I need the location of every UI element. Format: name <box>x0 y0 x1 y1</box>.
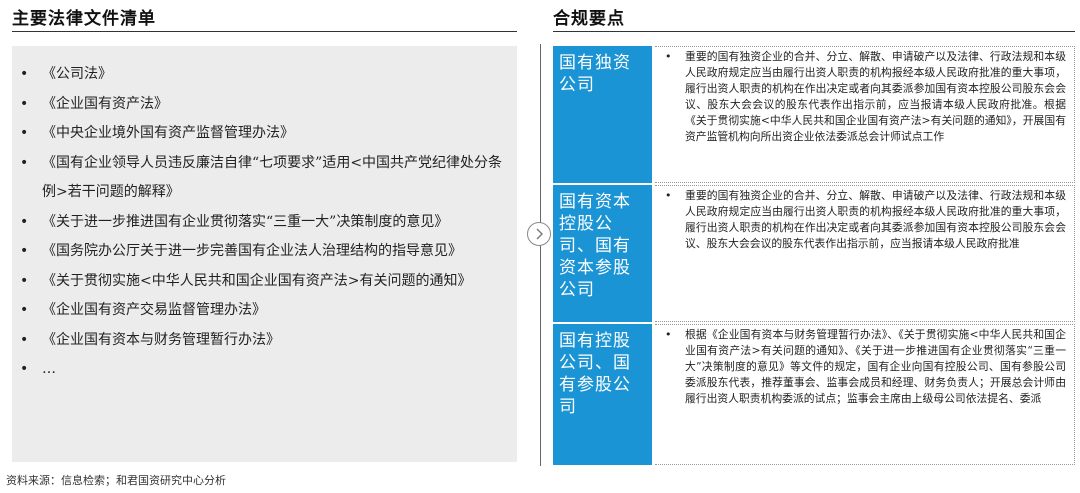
row-text: 重要的国有独资企业的合并、分立、解散、申请破产以及法律、行政法规和本级人民政府规… <box>685 189 1066 250</box>
list-item: • 《关于贯彻实施<中华人民共和国企业国有资产法>有关问题的通知》 <box>12 267 517 297</box>
row-content: • 根据《企业国有资本与财务管理暂行办法》、《关于贯彻实施<中华人民共和国企业国… <box>655 324 1075 465</box>
bullet-icon: • <box>20 125 29 141</box>
document-title: … <box>42 361 56 377</box>
list-item: • 《企业国有资本与财务管理暂行办法》 <box>12 326 517 356</box>
bullet-icon: • <box>665 189 672 202</box>
document-title: 《关于进一步推进国有企业贯彻落实“三重一大”决策制度的意见》 <box>42 213 449 230</box>
bullet-icon: • <box>20 213 29 230</box>
bullet-icon: • <box>20 154 29 171</box>
document-title: 《国务院办公厅关于进一步完善国有企业法人治理结构的指导意见》 <box>42 243 462 259</box>
bullet-icon: • <box>20 302 29 318</box>
list-item: • 《公司法》 <box>12 60 517 90</box>
divider-line <box>540 44 541 466</box>
compliance-row-state-holding: 国有控股公司、国有参股公司 • 根据《企业国有资本与财务管理暂行办法》、《关于贯… <box>553 324 1075 465</box>
right-heading-rule <box>553 31 1075 32</box>
bullet-icon: • <box>20 66 29 82</box>
list-item: • 《企业国有资产交易监督管理办法》 <box>12 296 517 326</box>
row-label: 国有独资公司 <box>553 46 652 183</box>
left-heading: 主要法律文件清单 <box>12 9 156 29</box>
compliance-row-wholly-owned: 国有独资公司 • 重要的国有独资企业的合并、分立、解散、申请破产以及法律、行政法… <box>553 46 1075 183</box>
document-title: 《关于贯彻实施<中华人民共和国企业国有资产法>有关问题的通知》 <box>42 272 472 289</box>
right-heading: 合规要点 <box>553 9 625 29</box>
document-title: 《中央企业境外国有资产监督管理办法》 <box>42 125 294 141</box>
row-content: • 重要的国有独资企业的合并、分立、解散、申请破产以及法律、行政法规和本级人民政… <box>655 46 1075 183</box>
document-title: 《企业国有资本与财务管理暂行办法》 <box>42 331 280 348</box>
document-list: • 《公司法》 • 《企业国有资产法》 • 《中央企业境外国有资产监督管理办法》 • 《… <box>12 46 517 385</box>
left-heading-rule <box>12 31 517 32</box>
list-item: • 《国务院办公厅关于进一步完善国有企业法人治理结构的指导意见》 <box>12 237 517 267</box>
bullet-icon: • <box>665 328 672 341</box>
row-label: 国有控股公司、国有参股公司 <box>553 324 652 465</box>
document-title: 《企业国有资产交易监督管理办法》 <box>42 302 266 318</box>
list-item: • 《国有企业领导人员违反廉洁自律“七项要求”适用<中国共产党纪律处分条例>若干问… <box>12 149 517 208</box>
bullet-icon: • <box>20 272 29 289</box>
list-item: • 《关于进一步推进国有企业贯彻落实“三重一大”决策制度的意见》 <box>12 208 517 238</box>
row-text: 重要的国有独资企业的合并、分立、解散、申请破产以及法律、行政法规和本级人民政府规… <box>685 50 1066 143</box>
chevron-right-icon <box>527 222 551 246</box>
list-item: • 《中央企业境外国有资产监督管理办法》 <box>12 119 517 149</box>
compliance-row-state-capital: 国有资本控股公司、国有资本参股公司 • 重要的国有独资企业的合并、分立、解散、申… <box>553 185 1075 322</box>
document-title: 《公司法》 <box>42 66 112 82</box>
row-label: 国有资本控股公司、国有资本参股公司 <box>553 185 652 322</box>
row-content: • 重要的国有独资企业的合并、分立、解散、申请破产以及法律、行政法规和本级人民政… <box>655 185 1075 322</box>
bullet-icon: • <box>20 243 29 259</box>
document-title: 《国有企业领导人员违反廉洁自律“七项要求”适用<中国共产党纪律处分条例>若干问题… <box>42 154 503 201</box>
bullet-icon: • <box>665 50 672 63</box>
list-item: • 《企业国有资产法》 <box>12 90 517 120</box>
source-note: 资料来源：信息检索；和君国资研究中心分析 <box>6 474 226 487</box>
bullet-icon: • <box>20 331 29 348</box>
document-list-panel: • 《公司法》 • 《企业国有资产法》 • 《中央企业境外国有资产监督管理办法》 • 《… <box>12 46 517 462</box>
list-item: •… <box>12 355 517 385</box>
document-title: 《企业国有资产法》 <box>42 95 168 112</box>
bullet-icon: • <box>20 361 29 377</box>
row-text: 根据《企业国有资本与财务管理暂行办法》、《关于贯彻实施<中华人民共和国企业国有资… <box>685 328 1066 405</box>
bullet-icon: • <box>20 95 29 112</box>
